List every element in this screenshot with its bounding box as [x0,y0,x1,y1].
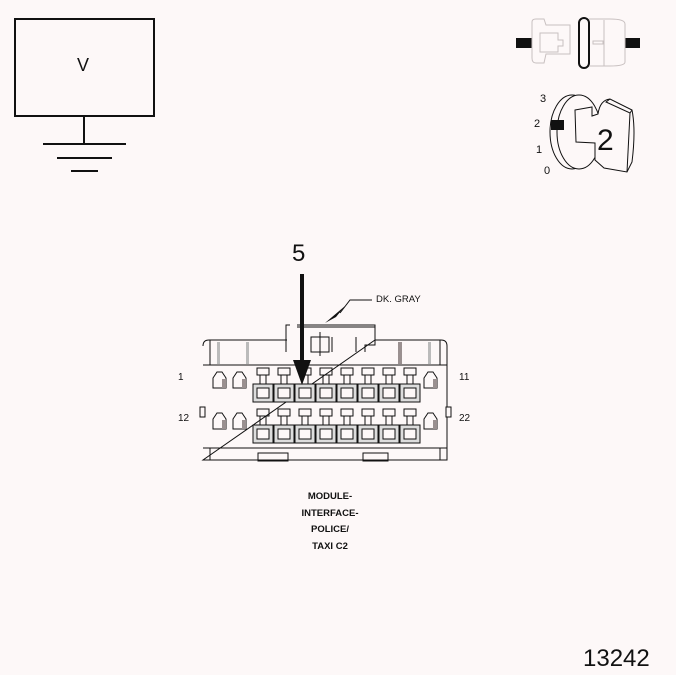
ignition-key-icon [549,94,635,173]
caption-line-1: MODULE- [307,491,353,502]
key-position-2: 2 [534,118,541,130]
connector-caption: MODULE- INTERFACE- POLICE/ TAXI C2 [270,489,390,555]
connector-face-icon [199,299,452,462]
pin-label-11: 11 [459,372,470,383]
caption-line-2: INTERFACE- [301,507,359,519]
key-position-1: 1 [536,144,543,156]
key-position-0: 0 [544,165,551,177]
voltmeter-symbol: V [77,55,90,75]
pin-label-22: 22 [459,413,471,424]
color-callout: DK. GRAY [376,294,421,305]
caption-line-4: TAXI C2 [312,540,348,552]
caption-line-3: POLICE/ [310,524,349,535]
pin-label-12: 12 [178,413,190,424]
pin-callout: 5 [292,240,306,267]
connector-disconnect-icon [516,17,640,69]
key-label: 2 [597,124,614,157]
pin-label-1: 1 [178,372,184,383]
key-position-3: 3 [540,93,547,105]
pin-5-arrow-icon [293,274,311,385]
figure-number: 13242 [583,645,650,672]
voltmeter-ground-icon [14,18,155,172]
